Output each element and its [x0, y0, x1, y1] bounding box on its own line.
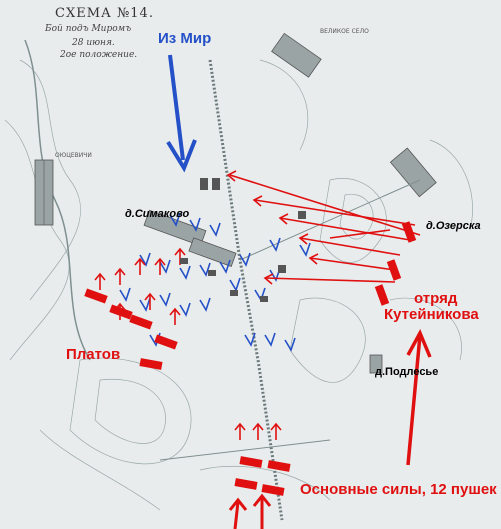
- terrain-contours: [4, 59, 473, 511]
- french-units: [180, 178, 306, 302]
- velikoe-selo-village: [271, 32, 322, 78]
- village-podlesye: д.Подлесье: [375, 366, 439, 378]
- label-detachment-line1: отряд: [414, 290, 458, 307]
- oyutsevichi-village: [34, 159, 54, 226]
- label-detachment-line2: Кутейникова: [384, 306, 479, 323]
- road-from-mir: [208, 59, 284, 521]
- platov-units: [84, 288, 178, 370]
- village-simakovo: д.Симаково: [125, 208, 190, 220]
- label-main-forces: Основные силы, 12 пушек: [300, 481, 497, 498]
- main-force-arrows: [228, 493, 272, 529]
- french-unit-arrows: [119, 212, 311, 352]
- kuteinikov-arrow: [406, 328, 432, 466]
- kuteinikov-units: [374, 221, 417, 306]
- french-approach-arrow: [166, 54, 197, 173]
- side-road: [239, 179, 421, 261]
- russian-attack-arrows: [226, 170, 421, 285]
- podlesye-village: [369, 354, 383, 374]
- scheme-title: СХЕМА №14.: [55, 6, 154, 21]
- label-from-mir: Из Мир: [158, 30, 212, 47]
- map-text-oyutsevichi: ОЮЦЕВИЧИ: [55, 152, 92, 159]
- main-force-units: [234, 456, 291, 496]
- scheme-subtitle-2: 28 июня.: [72, 38, 115, 48]
- map-text-velikoe-selo: ВЕЛИКОЕ СЕЛО: [320, 28, 369, 35]
- south-road: [159, 439, 331, 461]
- village-ozerska: д.Озерска: [426, 220, 481, 232]
- river: [24, 39, 91, 361]
- label-platov: Платов: [66, 346, 121, 363]
- scheme-subtitle-3: 2ое положение.: [60, 50, 138, 60]
- scheme-subtitle-1: Бой подъ Миромъ: [45, 24, 132, 34]
- ozerska-village: [389, 147, 437, 198]
